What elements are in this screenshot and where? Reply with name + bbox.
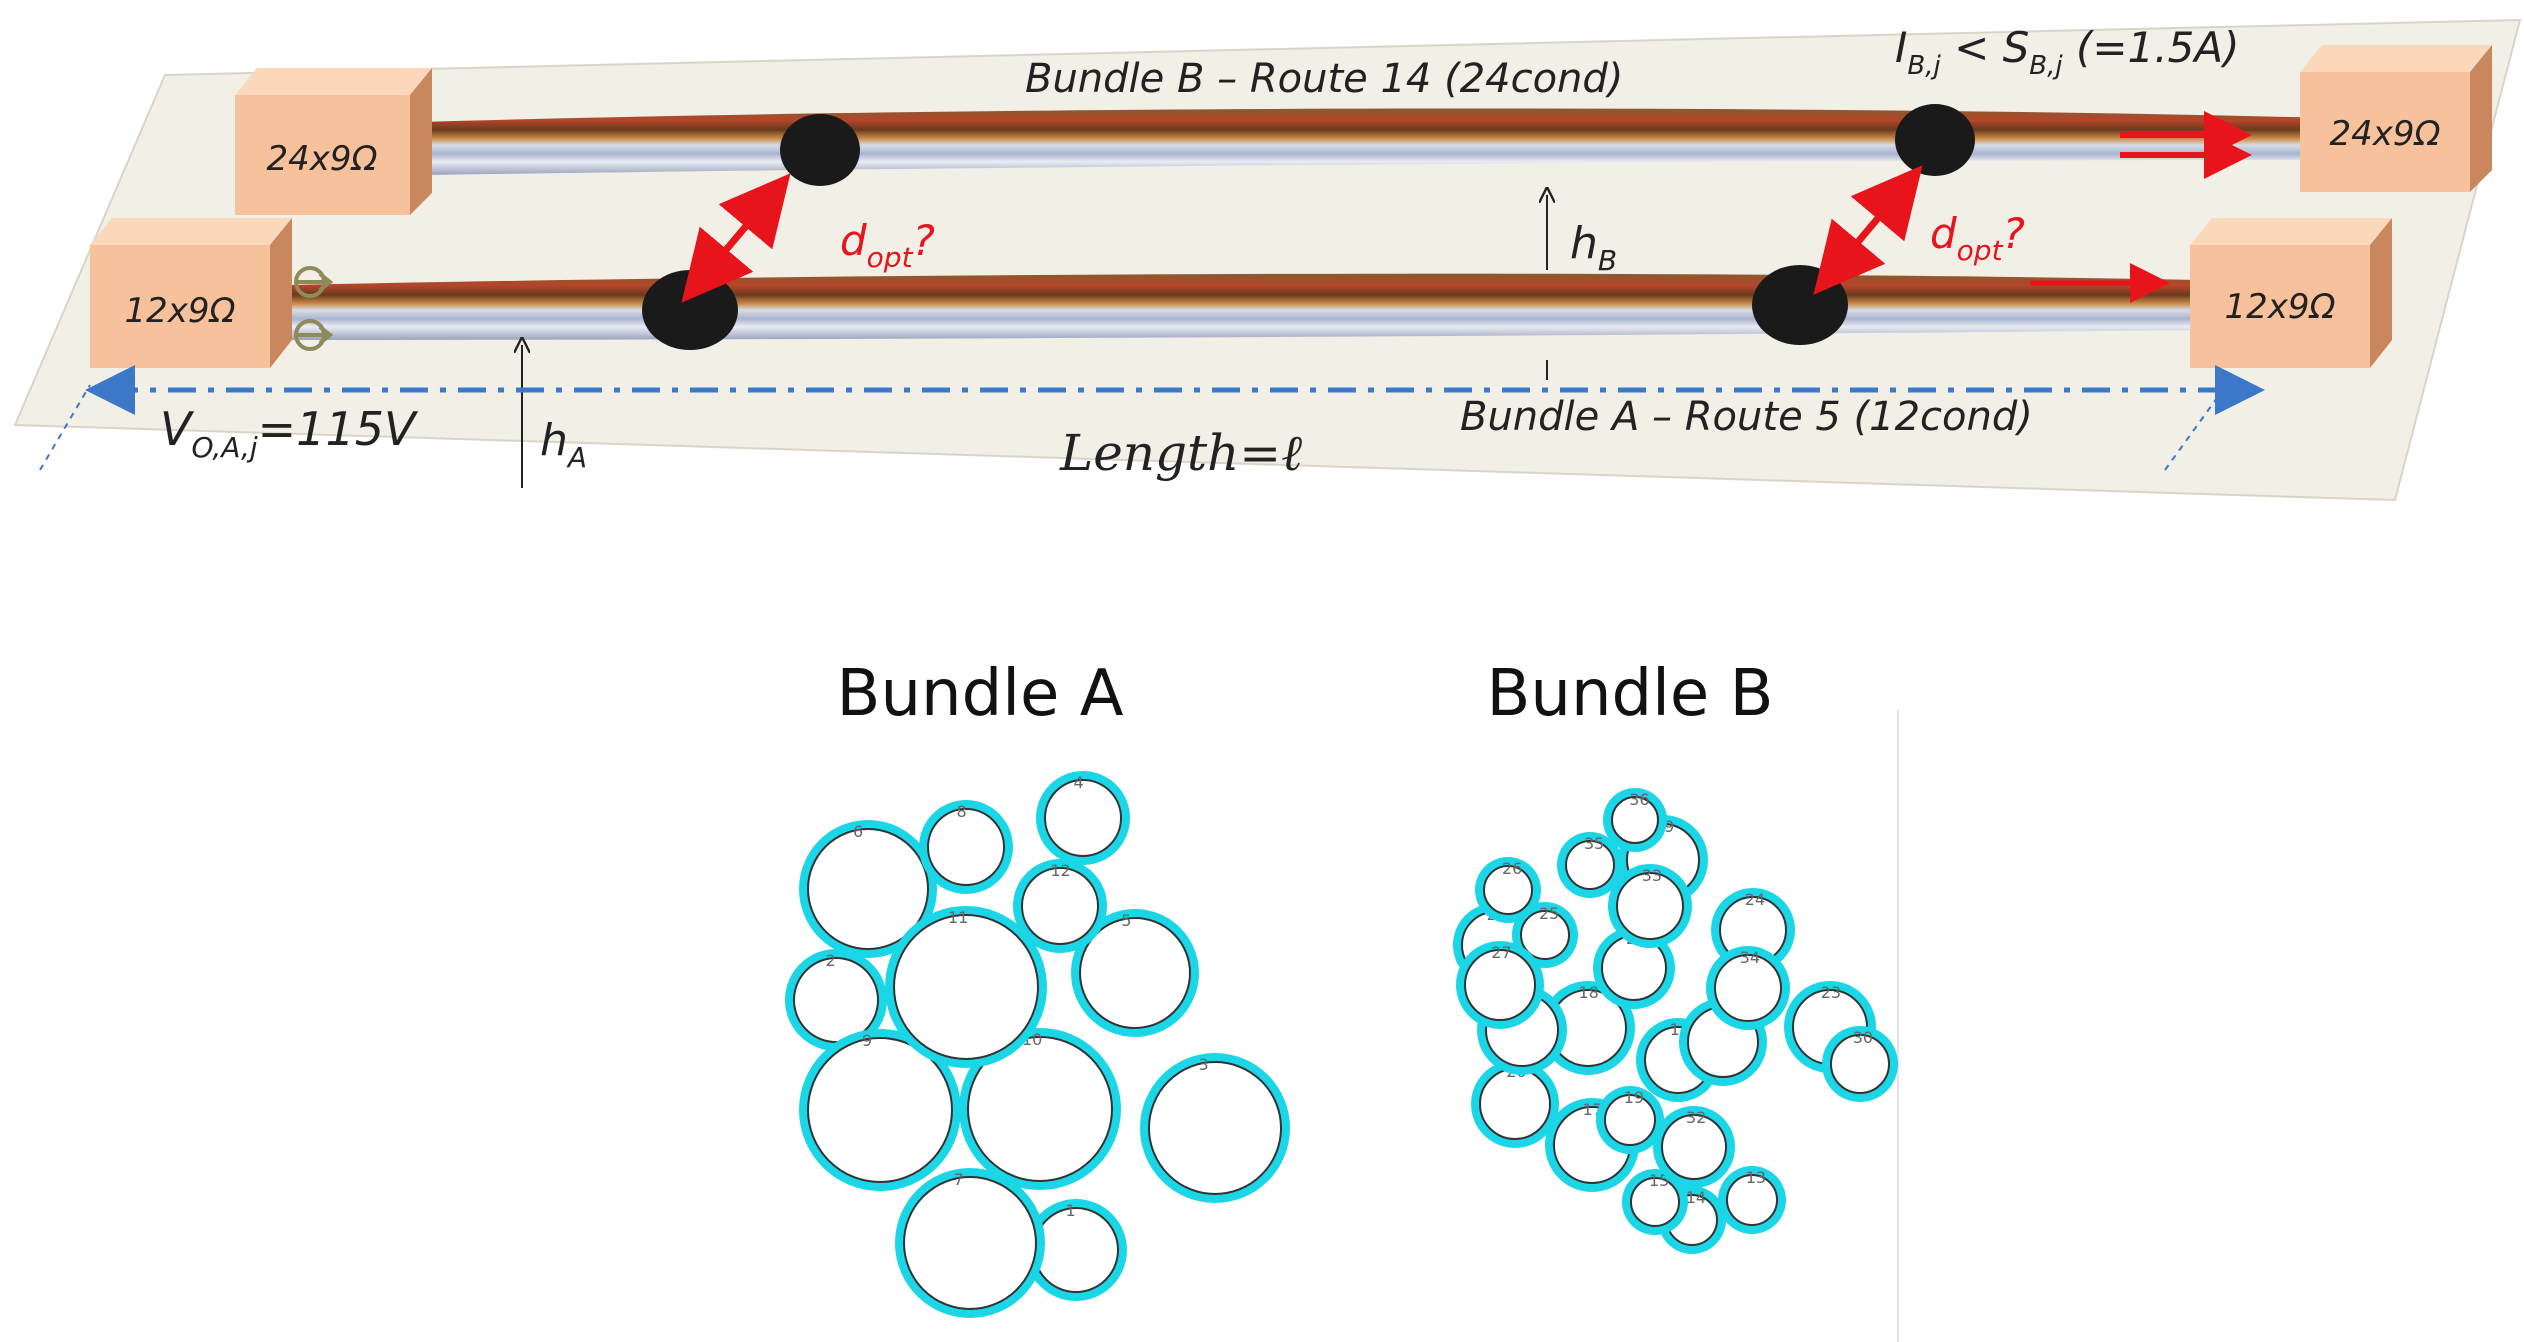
load-b-left-label: 24x9Ω — [267, 139, 378, 179]
conductor-core — [927, 808, 1005, 886]
length-label: Length=ℓ — [1059, 424, 1302, 482]
conductor-number: 15 — [1649, 1171, 1669, 1190]
conductor-core — [1021, 867, 1099, 945]
conductor-number: 25 — [1539, 904, 1559, 923]
load-box-a-right: 12x9Ω — [2190, 218, 2392, 368]
conductor-number: 33 — [1642, 866, 1662, 885]
current-constraint: IB,j < SB,j (=1.5A) — [1895, 23, 2239, 81]
bundle-b-clamp-2 — [1895, 104, 1975, 176]
conductor-core — [1616, 872, 1684, 940]
conductor-core — [1611, 796, 1659, 844]
d-opt-label-right: dopt? — [1930, 209, 2025, 267]
bundle-b-clamp-1 — [780, 114, 860, 186]
conductor-number: 4 — [1074, 773, 1084, 792]
conductor-core — [893, 914, 1039, 1060]
conductor-number: 14 — [1686, 1188, 1706, 1207]
conductor-number: 11 — [948, 908, 968, 927]
conductor-number: 36 — [1629, 790, 1649, 809]
conductor-number: 8 — [957, 802, 967, 821]
voltage-label: VO,A,j=115V — [160, 402, 419, 464]
load-a-left-label: 12x9Ω — [125, 291, 236, 331]
conductor-number: 23 — [1821, 983, 1841, 1002]
plate-edge-left — [39, 384, 91, 471]
conductor-core — [1483, 865, 1533, 915]
conductor-number: 24 — [1745, 890, 1765, 909]
conductor-core — [1726, 1174, 1778, 1226]
conductor-core — [1630, 1177, 1680, 1227]
d-opt-label-left: dopt? — [840, 216, 935, 274]
bundle-b-cable — [420, 104, 2330, 186]
load-box-b-right: 24x9Ω — [2300, 45, 2492, 192]
conductor-core — [1830, 1034, 1890, 1094]
h-a-label: hA — [540, 415, 587, 474]
bundle-b-route-label: Bundle B – Route 14 (24cond) — [1025, 56, 1623, 102]
conductor-core — [1148, 1061, 1282, 1195]
conductor-number: 12 — [1051, 861, 1071, 880]
conductor-core — [1464, 949, 1536, 1021]
bundle-a-clamp-2 — [1752, 265, 1848, 345]
bundle-b-cross-section: 1314151617181920212223242526272829303132… — [1453, 788, 1898, 1254]
bundle-a-clamp-1 — [642, 270, 738, 350]
conductor-core — [1714, 954, 1782, 1022]
conductor-number: 5 — [1121, 911, 1131, 930]
d-opt-arrow-right — [1813, 165, 1923, 295]
conductor-number: 30 — [1853, 1028, 1873, 1047]
conductor-core — [1520, 910, 1570, 960]
conductor-number: 6 — [853, 822, 863, 841]
conductor-core — [967, 1036, 1113, 1182]
conductor-core — [807, 828, 929, 950]
conductor-number: 32 — [1686, 1108, 1706, 1127]
conductor-number: 2 — [826, 951, 836, 970]
conductor-number: 13 — [1746, 1168, 1766, 1187]
conductor-number: 26 — [1502, 859, 1522, 878]
conductor-number: 35 — [1584, 834, 1604, 853]
bundle-b-title: Bundle B — [1486, 657, 1773, 731]
load-box-a-left: 12x9Ω — [90, 218, 292, 368]
conductor-core — [807, 1037, 953, 1183]
conductor-core — [1044, 779, 1122, 857]
conductor-number: 19 — [1624, 1088, 1644, 1107]
source-arrows-icon — [294, 266, 334, 351]
d-opt-arrow-left — [681, 173, 791, 303]
h-b-label: hB — [1570, 218, 1617, 277]
conductor-core — [1565, 840, 1615, 890]
conductor-number: 1 — [1066, 1201, 1076, 1220]
conductor-core — [1079, 917, 1191, 1029]
load-b-right-label: 24x9Ω — [2330, 114, 2441, 154]
conductor-core — [1033, 1207, 1119, 1293]
conductor-number: 9 — [862, 1031, 872, 1050]
conductor-number: 3 — [1199, 1055, 1209, 1074]
conductor-core — [1661, 1114, 1727, 1180]
conductor-core — [793, 957, 879, 1043]
conductor-number: 34 — [1740, 948, 1760, 967]
conductor-number: 27 — [1491, 943, 1511, 962]
conductor-number: 18 — [1579, 983, 1599, 1002]
conductor-core — [903, 1176, 1037, 1310]
load-box-b-left: 24x9Ω — [235, 68, 432, 215]
conductor-core — [1604, 1094, 1656, 1146]
conductor-number: 7 — [954, 1170, 964, 1189]
bundle-a-route-label: Bundle A – Route 5 (12cond) — [1460, 394, 2033, 440]
load-a-right-label: 12x9Ω — [2225, 287, 2336, 327]
bundle-a-title: Bundle A — [837, 657, 1124, 731]
